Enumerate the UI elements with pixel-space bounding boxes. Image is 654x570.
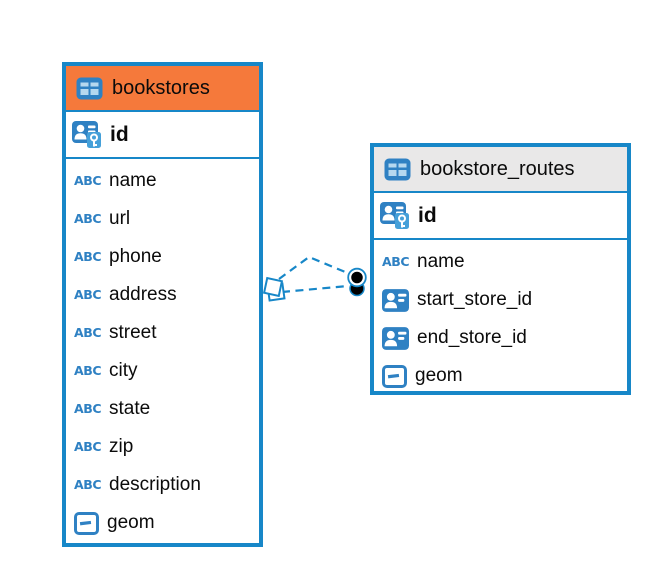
column-label: geom bbox=[107, 512, 155, 533]
column-label: url bbox=[109, 208, 131, 229]
text-icon: ABC bbox=[74, 476, 102, 492]
relationship-line bbox=[278, 255, 351, 280]
column-row-url[interactable]: ABC url bbox=[66, 200, 259, 238]
column-row-name[interactable]: ABC name bbox=[66, 162, 259, 200]
table-bookstore-routes[interactable]: bookstore_routes id ABC name start_store_… bbox=[370, 143, 631, 395]
text-icon: ABC bbox=[74, 172, 102, 188]
column-row-street[interactable]: ABC street bbox=[66, 314, 259, 352]
text-icon: ABC bbox=[74, 438, 102, 454]
column-label: id bbox=[418, 203, 437, 227]
columns-list: ABC name start_store_id end_store_id geom bbox=[374, 240, 627, 395]
fk-icon bbox=[382, 288, 409, 312]
table-title: bookstore_routes bbox=[420, 157, 575, 180]
column-label: name bbox=[109, 170, 157, 191]
table-header[interactable]: bookstore_routes bbox=[374, 147, 627, 193]
primary-key-icon bbox=[72, 120, 103, 149]
column-row-state[interactable]: ABC state bbox=[66, 390, 259, 428]
column-row-address[interactable]: ABC address bbox=[66, 276, 259, 314]
column-row-geom[interactable]: geom bbox=[374, 357, 627, 395]
column-label: phone bbox=[109, 246, 162, 267]
text-icon: ABC bbox=[74, 324, 102, 340]
column-row-description[interactable]: ABC description bbox=[66, 466, 259, 504]
column-row-name[interactable]: ABC name bbox=[374, 243, 627, 281]
column-label: zip bbox=[109, 436, 134, 457]
column-row-end_store_id[interactable]: end_store_id bbox=[374, 319, 627, 357]
text-icon: ABC bbox=[74, 362, 102, 378]
column-label: city bbox=[109, 360, 138, 381]
object-icon bbox=[382, 364, 407, 388]
column-label: start_store_id bbox=[417, 289, 533, 310]
text-icon: ABC bbox=[74, 400, 102, 416]
object-icon bbox=[74, 511, 99, 535]
column-label: street bbox=[109, 322, 157, 343]
column-label: end_store_id bbox=[417, 327, 527, 348]
table-icon bbox=[76, 77, 103, 100]
column-label: id bbox=[110, 122, 129, 146]
column-row-id[interactable]: id bbox=[374, 193, 627, 240]
primary-key-icon bbox=[380, 201, 411, 230]
relationship-line bbox=[281, 284, 349, 294]
table-title: bookstores bbox=[112, 76, 210, 99]
column-row-geom[interactable]: geom bbox=[66, 504, 259, 542]
text-icon: ABC bbox=[382, 253, 410, 269]
column-row-id[interactable]: id bbox=[66, 112, 259, 159]
relationship-lines bbox=[278, 255, 351, 294]
column-row-start_store_id[interactable]: start_store_id bbox=[374, 281, 627, 319]
diamond-marker bbox=[262, 276, 286, 302]
fk-icon bbox=[382, 326, 409, 350]
text-icon: ABC bbox=[74, 248, 102, 264]
column-label: address bbox=[109, 284, 177, 305]
column-label: geom bbox=[415, 365, 463, 386]
text-icon: ABC bbox=[74, 210, 102, 226]
column-label: state bbox=[109, 398, 151, 419]
table-header[interactable]: bookstores bbox=[66, 66, 259, 112]
column-row-zip[interactable]: ABC zip bbox=[66, 428, 259, 466]
column-row-phone[interactable]: ABC phone bbox=[66, 238, 259, 276]
text-icon: ABC bbox=[74, 286, 102, 302]
table-icon bbox=[384, 158, 411, 181]
column-label: description bbox=[109, 474, 201, 495]
circle-marker bbox=[347, 267, 367, 297]
column-row-city[interactable]: ABC city bbox=[66, 352, 259, 390]
column-label: name bbox=[417, 251, 465, 272]
